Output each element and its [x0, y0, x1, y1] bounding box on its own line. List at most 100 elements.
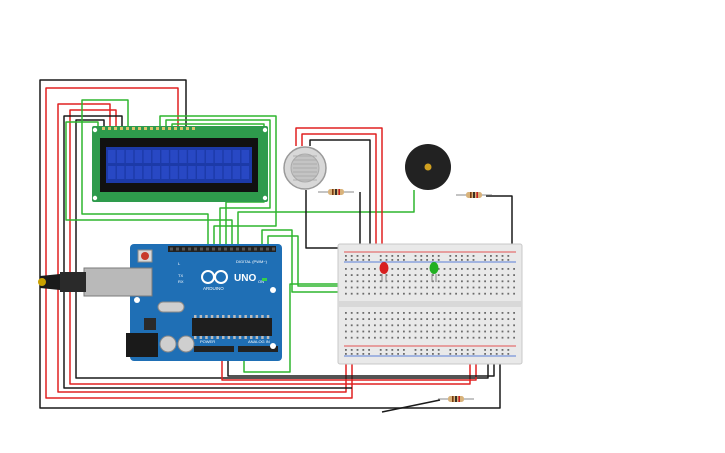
green-led[interactable]: [429, 262, 439, 282]
breadboard-hole: [484, 330, 486, 333]
breadboard[interactable]: [337, 243, 523, 365]
lcd-char-cell: [170, 166, 178, 179]
wire-red-sensor-2[interactable]: [301, 133, 377, 258]
lcd-display[interactable]: [92, 126, 268, 202]
wire-black-sensor[interactable]: [309, 139, 371, 256]
breadboard-hole: [466, 312, 469, 314]
wire-black-rail[interactable]: [227, 352, 495, 377]
wire-black-lower[interactable]: [381, 399, 441, 413]
breadboard-hole: [495, 259, 498, 261]
wire-black-sensor-gnd[interactable]: [305, 190, 348, 249]
wire-black-buzzer[interactable]: [486, 195, 513, 250]
arduino-brand-label: ARDUINO: [203, 286, 224, 291]
red-led[interactable]: [379, 262, 389, 282]
lcd-char-cell: [241, 150, 249, 163]
breadboard-hole: [513, 330, 515, 333]
lcd-char-cell: [214, 150, 223, 163]
usb-connector[interactable]: [83, 267, 153, 297]
breadboard-hole: [501, 255, 504, 257]
lcd-pin: [132, 127, 135, 130]
breadboard-hole: [391, 312, 394, 314]
breadboard-hole: [345, 292, 347, 295]
breadboard-hole: [391, 318, 394, 320]
breadboard-hole: [345, 255, 347, 257]
breadboard-hole: [478, 324, 481, 327]
wire-green-lcd-2[interactable]: [159, 115, 277, 246]
wire-red-rail[interactable]: [221, 352, 477, 381]
wire-black-inner-2[interactable]: [75, 119, 489, 379]
breadboard-hole: [449, 286, 452, 289]
chip-pin: [255, 336, 259, 339]
breadboard-hole: [385, 349, 388, 351]
breadboard-hole: [443, 292, 446, 295]
breadboard-hole: [461, 318, 463, 320]
breadboard-hole: [356, 274, 359, 276]
breadboard-hole: [449, 292, 452, 295]
breadboard-hole: [432, 280, 434, 283]
capacitor: [177, 335, 195, 353]
breadboard-hole: [356, 292, 359, 295]
header-pin: [272, 247, 275, 251]
breadboard-hole: [437, 292, 440, 295]
wire-red-outer[interactable]: [45, 87, 353, 399]
breadboard-hole: [501, 353, 504, 355]
breadboard-hole: [350, 274, 353, 276]
piezo-buzzer-icon[interactable]: [405, 144, 451, 190]
gas-sensor-icon[interactable]: [283, 146, 327, 190]
breadboard-hole: [455, 312, 457, 314]
breadboard-hole: [495, 312, 498, 314]
header-pin: [188, 247, 191, 251]
wire-green-lcd-5[interactable]: [65, 121, 233, 246]
breadboard-hole: [426, 318, 428, 320]
chip-pin: [210, 336, 214, 339]
lcd-char-cell: [125, 150, 134, 163]
breadboard-hole: [432, 349, 434, 351]
breadboard-center-channel: [338, 301, 522, 307]
breadboard-hole: [501, 349, 504, 351]
lcd-char-cell: [143, 166, 152, 179]
wire-black-inner-1[interactable]: [63, 115, 352, 389]
breadboard-hole: [507, 324, 510, 327]
breadboard-hole: [495, 324, 498, 327]
breadboard-hole: [368, 259, 370, 261]
breadboard-hole: [490, 274, 492, 276]
breadboard-hole: [385, 286, 388, 289]
breadboard-hole: [385, 324, 388, 327]
resistor-band: [455, 396, 457, 402]
wire-black-outer[interactable]: [39, 79, 501, 409]
breadboard-hole: [379, 324, 382, 327]
breadboard-hole: [461, 286, 463, 289]
breadboard-hole: [484, 324, 486, 327]
breadboard-hole: [403, 330, 405, 333]
breadboard-hole: [472, 268, 475, 270]
wire-green-analog[interactable]: [243, 283, 372, 373]
wire-green-sensor[interactable]: [237, 190, 415, 246]
wire-red-inner-1[interactable]: [57, 103, 347, 393]
breadboard-hole: [484, 255, 486, 257]
breadboard-hole: [345, 259, 347, 261]
breadboard-hole: [495, 349, 498, 351]
dc-power-jack[interactable]: [126, 333, 158, 357]
breadboard-hole: [472, 274, 475, 276]
breadboard-hole: [414, 353, 417, 355]
breadboard-hole: [478, 280, 481, 283]
breadboard-hole: [356, 349, 359, 351]
breadboard-hole: [345, 286, 347, 289]
breadboard-hole: [443, 330, 446, 333]
breadboard-hole: [472, 312, 475, 314]
breadboard-hole: [461, 349, 463, 351]
wire-red-sensor-1[interactable]: [295, 127, 383, 258]
arduino-uno-board[interactable]: UNO ARDUINO DIGITAL (PWM~) POWER ANALOG …: [38, 244, 282, 361]
breadboard-hole: [345, 336, 347, 339]
wire-green-lcd-3[interactable]: [165, 119, 271, 246]
breadboard-hole: [455, 353, 457, 355]
breadboard-hole: [466, 280, 469, 283]
breadboard-hole: [501, 274, 504, 276]
lcd-mount-hole: [92, 195, 98, 201]
wire-green-buzzer[interactable]: [267, 235, 416, 287]
breadboard-hole: [391, 286, 394, 289]
lcd-mount-hole: [262, 195, 268, 201]
breadboard-hole: [368, 318, 370, 320]
breadboard-hole: [426, 255, 428, 257]
breadboard-hole: [397, 349, 399, 351]
